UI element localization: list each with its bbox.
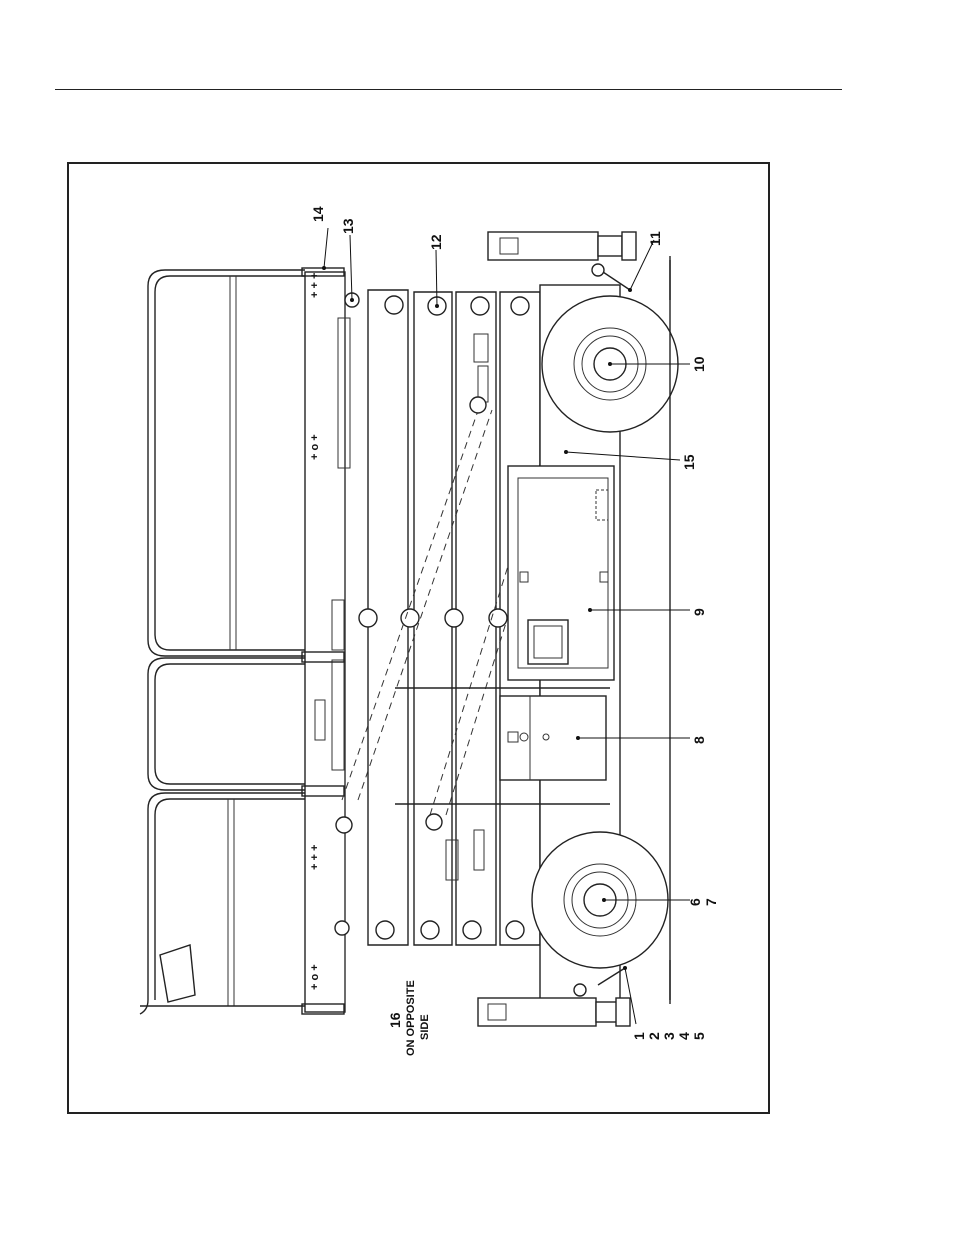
callout-12: 12: [428, 234, 444, 250]
svg-text:+ + +: + + +: [309, 845, 321, 870]
callout-13: 13: [340, 218, 356, 234]
callout-3: 3: [661, 1032, 677, 1040]
svg-text:+ o +: + o +: [309, 964, 321, 990]
svg-text:+ + +: + + +: [309, 273, 321, 298]
callout-8: 8: [691, 736, 707, 744]
callout-10: 10: [691, 356, 707, 372]
callout-7: 7: [703, 898, 719, 906]
callout-1: 1: [631, 1032, 647, 1040]
callout-11: 11: [647, 231, 663, 246]
guardrail-middle: [148, 658, 310, 790]
callout-16: 16: [387, 1012, 403, 1028]
callout-6: 6: [687, 898, 703, 906]
guardrail-upper: [148, 270, 310, 656]
callout-14: 14: [310, 206, 326, 222]
callout-2: 2: [646, 1032, 662, 1040]
note-opposite-line2: SIDE: [419, 1014, 431, 1040]
callout-4: 4: [676, 1032, 692, 1040]
power-module: [508, 466, 614, 680]
callout-5: 5: [691, 1032, 707, 1040]
svg-text:+ o +: + o +: [309, 434, 321, 460]
callout-15: 15: [681, 454, 697, 470]
note-opposite-line1: ON OPPOSITE: [405, 980, 417, 1056]
platform-deck: + + + + o + + + + + o +: [302, 268, 359, 1014]
callout-9: 9: [691, 608, 707, 616]
